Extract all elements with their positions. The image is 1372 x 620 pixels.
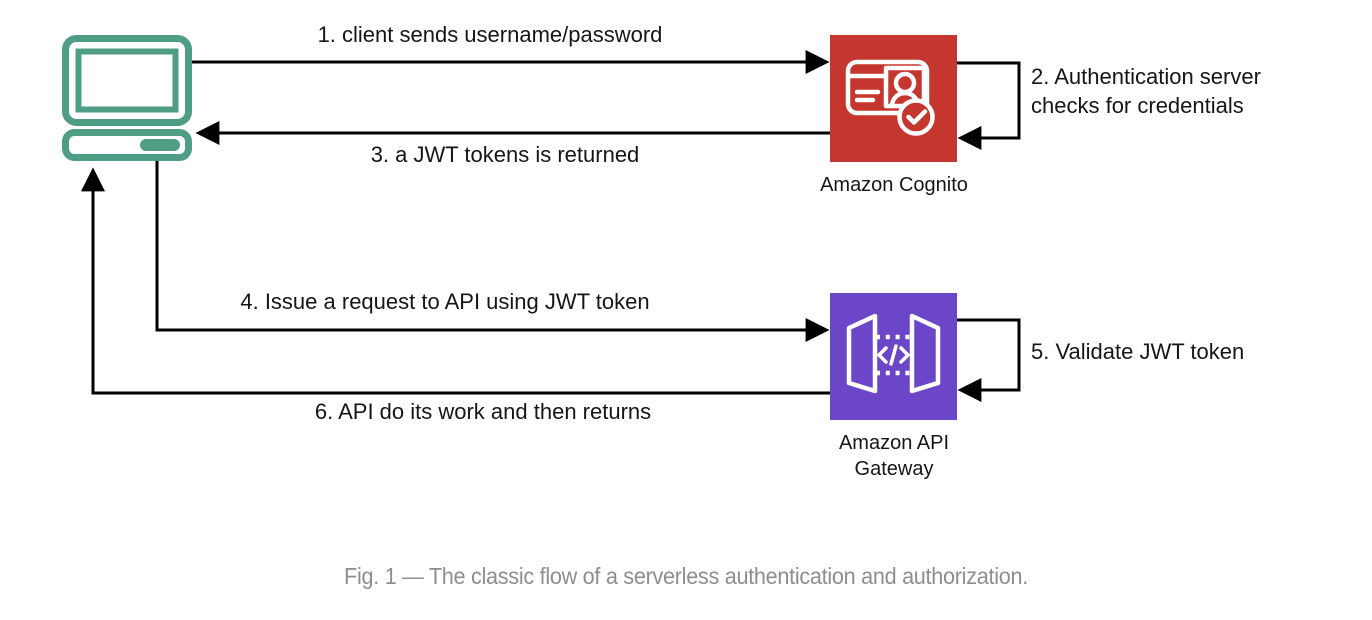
step-5-label: 5. Validate JWT token xyxy=(1031,339,1245,364)
step-4-label: 4. Issue a request to API using JWT toke… xyxy=(240,289,650,314)
arrow-step-6 xyxy=(81,167,830,395)
cognito-node-label: Amazon Cognito xyxy=(820,174,968,196)
step-2-label-line-2: checks for credentials xyxy=(1031,93,1244,118)
step-2-label: 2. Authentication server checks for cred… xyxy=(1031,62,1366,120)
amazon-cognito-icon xyxy=(830,35,957,162)
arrow-step-2-loop xyxy=(957,61,1021,150)
computer-icon xyxy=(62,35,192,161)
step-3-label: 3. a JWT tokens is returned xyxy=(370,142,640,167)
step-1-label: 1. client sends username/password xyxy=(317,22,663,47)
api-gateway-node-label: Amazon API Gateway xyxy=(778,430,1010,482)
step-6-label: 6. API do its work and then returns xyxy=(314,399,652,424)
figure-caption: Fig. 1 — The classic flow of a serverles… xyxy=(344,563,1028,589)
amazon-api-gateway-icon xyxy=(830,293,957,420)
step-2-label-line-1: 2. Authentication server xyxy=(1031,64,1261,89)
arrow-step-5-loop xyxy=(957,318,1021,402)
api-gateway-node-label-line-1: Amazon API xyxy=(838,432,950,454)
arrow-step-4 xyxy=(155,158,830,342)
api-gateway-node-label-line-2: Gateway xyxy=(854,458,934,480)
